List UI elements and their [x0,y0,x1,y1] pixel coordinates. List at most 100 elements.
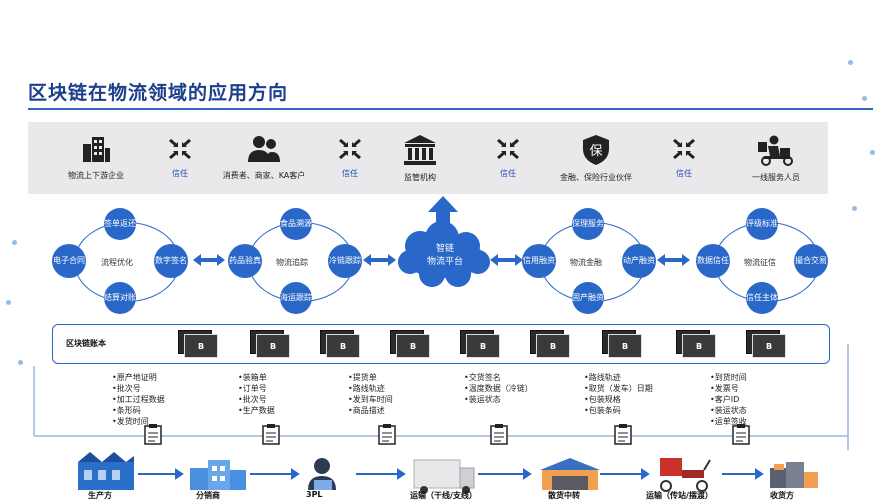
data-list: •到货时间 •发票号 •客户ID •装运状态 •运单签收 [710,372,747,427]
factory-icon [78,452,134,490]
title-underline [28,108,873,110]
decor-dot [848,60,853,65]
platform-label-line1: 智链 [435,244,454,254]
stage-label: 3PL [306,490,323,499]
list-item: •运单签收 [710,417,747,426]
warehouse-icon [190,460,246,490]
list-item: •温度数据（冷链） [464,384,533,393]
double-arrow [193,254,225,266]
double-arrow [363,254,396,266]
list-item: •批次号 [112,384,141,393]
ledger-block: B [602,330,642,358]
cluster-node: 评级标准 [746,208,778,240]
cluster-node: 海运跟踪 [280,282,312,314]
list-item: •路线轨迹 [348,384,385,393]
decor-dot [6,300,11,305]
ledger-block: B [530,330,570,358]
list-item: •到货时间 [710,373,747,382]
trust-marker: 信任 [664,138,704,179]
stage-label: 散货中转 [548,491,580,500]
trust-label: 信任 [342,169,358,178]
list-item: •取货（发车）日期 [584,384,653,393]
cluster-node: 动产融资 [622,244,656,278]
decor-dot [870,150,875,155]
list-item: •装箱单 [238,373,267,382]
list-item: •提货单 [348,373,377,382]
ledger-block: B [390,330,430,358]
cluster-node: 信任主体 [746,282,778,314]
stakeholder-label: 物流上下游企业 [68,171,124,180]
list-item: •订单号 [238,384,267,393]
trust-marker: 信任 [330,138,370,179]
ledger-block: B [250,330,290,358]
decor-dot [862,96,867,101]
flow-arrow-head [755,468,764,480]
flow-arrow-head [291,468,300,480]
agent-icon [308,458,336,490]
list-item: •批次号 [238,395,267,404]
platform-label: 智链 物流平台 [412,243,478,269]
list-item: •发票号 [710,384,739,393]
cluster-node: 电子合同 [52,244,86,278]
data-list: •提货单 •路线轨迹 •发到车时间 •商品描述 [348,372,393,416]
list-item: •路线轨迹 [584,373,621,382]
stakeholder-label: 消费者、商家、KA客户 [222,171,306,180]
trust-label: 信任 [676,169,692,178]
document-icon [144,424,162,445]
platform-cloud [398,221,490,287]
list-item: •包装规格 [584,395,621,404]
flow-arrow-head [523,468,532,480]
list-item: •条形码 [112,406,141,415]
stakeholder-consumers: 消费者、商家、KA客户 [209,134,319,181]
converge-arrows-icon [497,138,519,160]
list-item: •发到车时间 [348,395,393,404]
list-item: •商品描述 [348,406,385,415]
data-list: •原产地证明 •批次号 •加工过程数据 •条形码 •发货时间 [112,372,165,427]
ledger-block: B [746,330,786,358]
cluster-node: 数字签名 [154,244,188,278]
page-title: 区块链在物流领域的应用方向 [28,82,289,104]
people-icon [248,136,280,162]
institution-icon [404,135,436,165]
cluster-center-label: 流程优化 [101,258,133,267]
buildings-icon [83,137,110,162]
list-item: •交货签名 [464,373,501,382]
document-icon [490,424,508,445]
stage-label: 生产方 [88,491,112,500]
flow-arrow-head [175,468,184,480]
data-list: •路线轨迹 •取货（发车）日期 •包装规格 •包装条码 [584,372,653,416]
stage-label: 收货方 [770,491,794,500]
converge-arrows-icon [673,138,695,160]
cluster-node: 冷链跟踪 [328,244,362,278]
trust-label: 信任 [172,169,188,178]
list-item: •生产数据 [238,406,275,415]
stage-label: 运输（传站/摆渡） [646,491,713,500]
data-list: •装箱单 •订单号 •批次号 •生产数据 [238,372,275,416]
cluster-node: 撮合交易 [794,244,828,278]
ledger-block: B [320,330,360,358]
shield-icon: 保 [583,135,609,165]
trust-marker: 信任 [160,138,200,179]
list-item: •原产地证明 [112,373,157,382]
list-item: •装运状态 [710,406,747,415]
courier-icon [758,135,793,166]
list-item: •发货时间 [112,417,149,426]
cluster-node: 数据信任 [696,244,730,278]
document-icon [614,424,632,445]
decor-dot [852,206,857,211]
cluster-node: 药品验真 [228,244,262,278]
flow-arrow-head [397,468,406,480]
ledger-label: 区块链账本 [66,339,106,348]
cluster-node: 食品溯源 [280,208,312,240]
platform-up-arrow [428,196,458,230]
stage-label: 分销商 [196,491,220,500]
cluster-center-label: 物流征信 [744,258,776,267]
list-item: •加工过程数据 [112,395,165,404]
stakeholder-regulators: 监管机构 [365,134,475,183]
ledger-block: B [460,330,500,358]
cluster-node: 信用融资 [522,244,556,278]
stakeholder-enterprises: 物流上下游企业 [41,134,151,181]
cluster-center-label: 物流金融 [570,258,602,267]
stakeholder-label: 监管机构 [404,173,436,182]
